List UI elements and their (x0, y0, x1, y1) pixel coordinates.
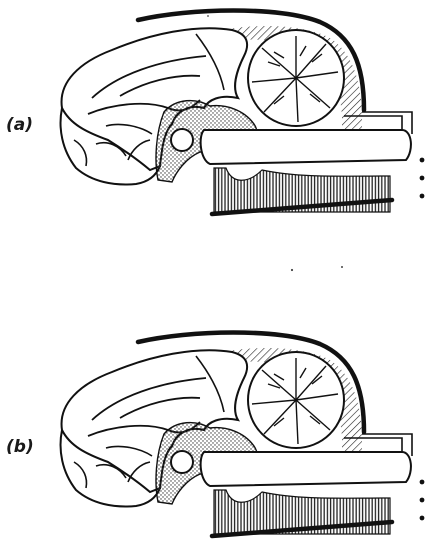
brain-diagram-a (61, 11, 425, 215)
brain-diagram-b (61, 333, 425, 537)
